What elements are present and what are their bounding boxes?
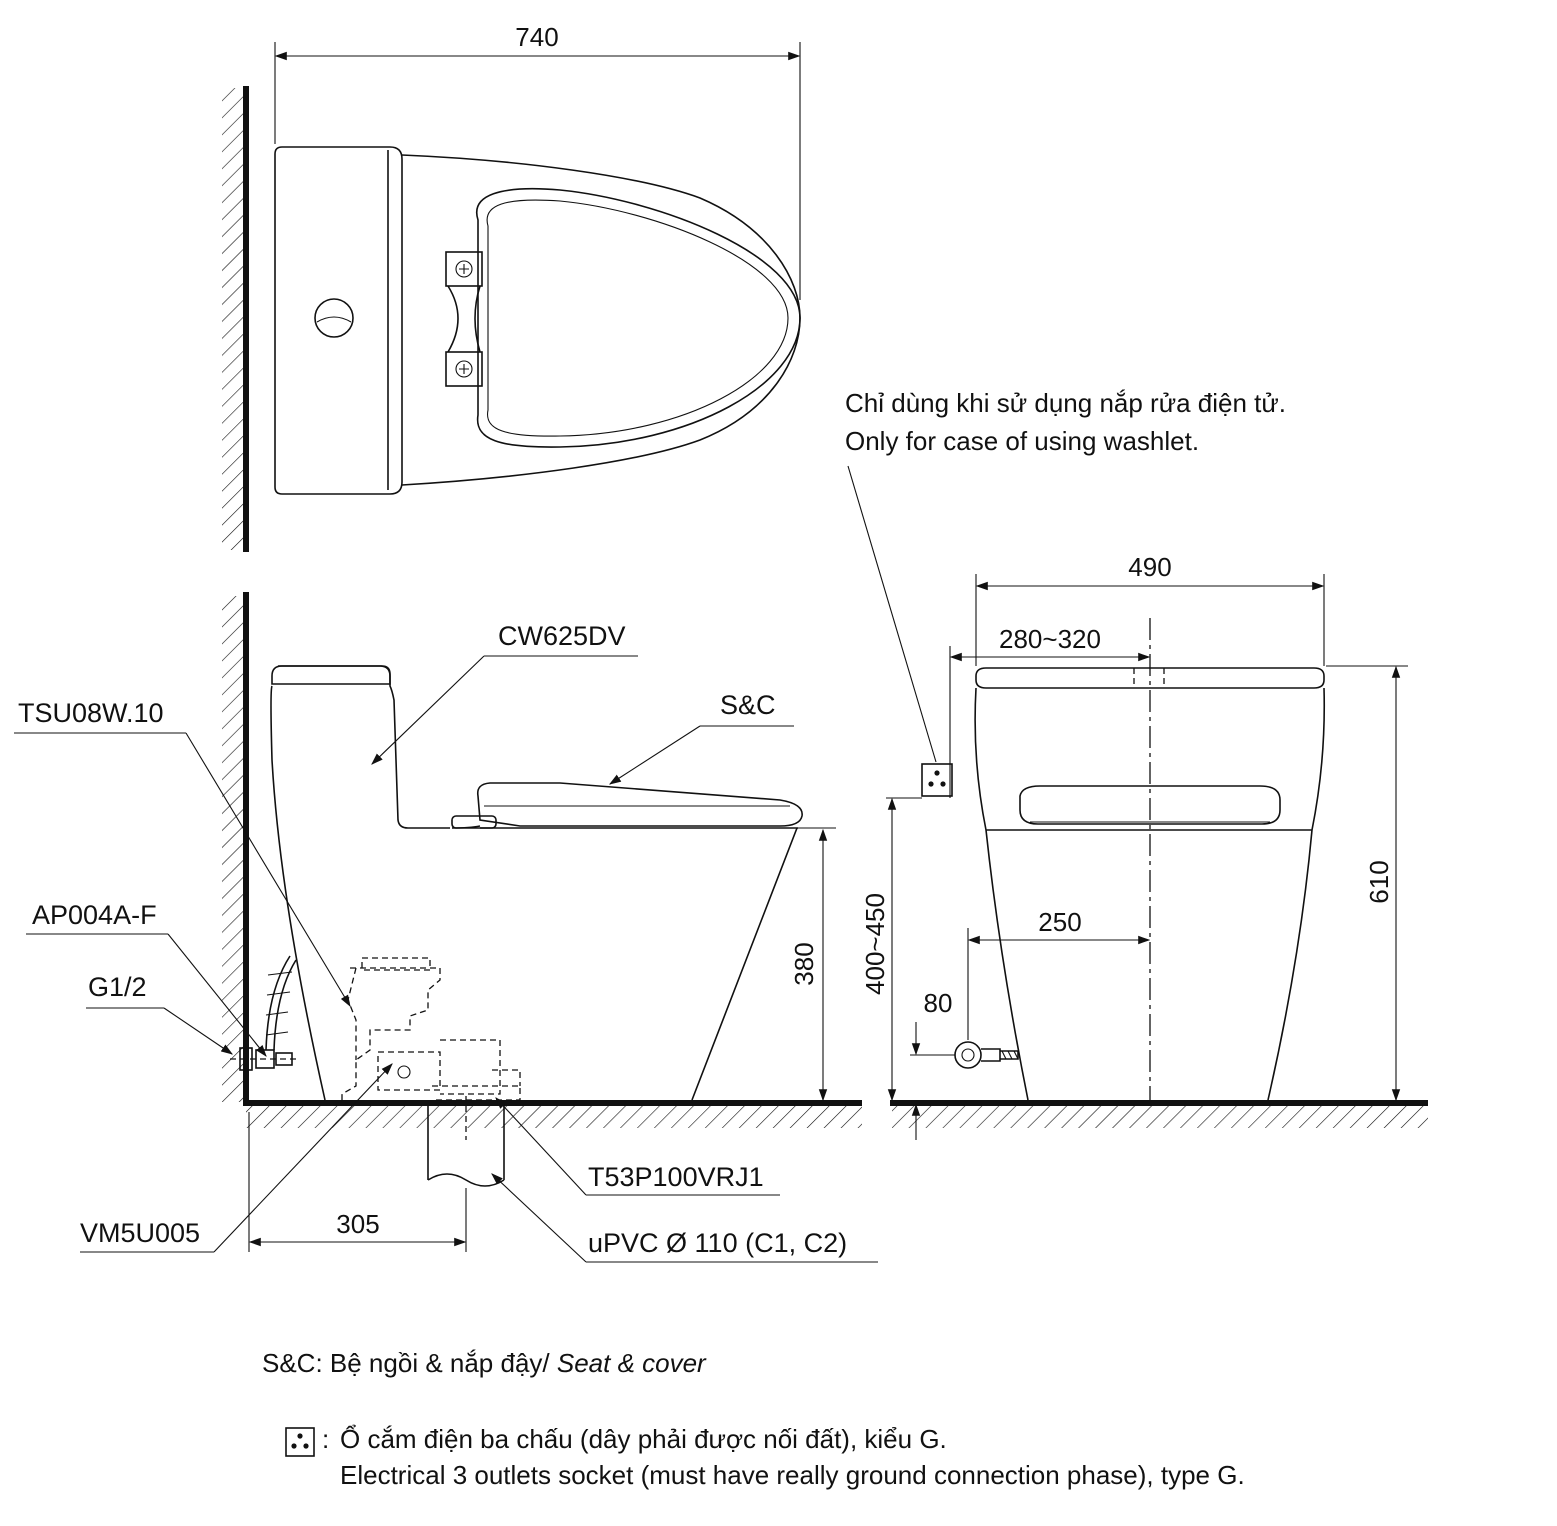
seat-side	[476, 782, 803, 827]
washlet-note-vi: Chỉ dùng khi sử dụng nắp rửa điện tử.	[845, 388, 1286, 418]
tank-top	[274, 146, 403, 495]
label-upvc: uPVC Ø 110 (C1, C2)	[588, 1228, 847, 1258]
dim-80: 80	[924, 988, 953, 1018]
seat-top	[475, 187, 801, 448]
bowl-outline-top	[401, 154, 801, 486]
toilet-body-front	[975, 667, 1325, 689]
seat-top-inner	[486, 199, 789, 437]
hinge-top	[445, 251, 483, 287]
dim-250: 250	[1038, 907, 1081, 937]
flush-button-detail	[316, 316, 352, 323]
front-view: 490 280~320 250 80 400~450 610 Chỉ dùng …	[845, 388, 1428, 1140]
label-g12: G1/2	[88, 972, 147, 1002]
dim-490: 490	[1128, 552, 1171, 582]
legend-socket-en: Electrical 3 outlets socket (must have r…	[340, 1460, 1245, 1490]
legend-sc-italic: Seat & cover	[557, 1348, 707, 1378]
hinge-side	[451, 815, 497, 829]
floor-hatch-side	[246, 1106, 862, 1128]
tank-side	[271, 665, 391, 685]
washlet-note-en: Only for case of using washlet.	[845, 426, 1199, 456]
hinge-screw-bottom	[455, 360, 473, 378]
legend-socket-separator: :	[322, 1424, 329, 1454]
dim-740: 740	[515, 22, 558, 52]
supply-fitting-front	[954, 1041, 1019, 1069]
hinge-bottom	[445, 351, 483, 387]
supply-valve-front	[954, 1041, 982, 1069]
seat-hinge	[445, 251, 483, 387]
dim-305: 305	[336, 1209, 379, 1239]
legend-socket-vi: Ổ cắm điện ba chấu (dây phải được nối đấ…	[340, 1424, 947, 1454]
angle-valve	[230, 1047, 300, 1071]
power-socket-icon	[921, 763, 953, 797]
dim-380: 380	[789, 942, 819, 985]
flush-button	[314, 298, 354, 338]
legend-sc: S&C: Bệ ngồi & nắp đậy/ Seat & cover	[262, 1348, 707, 1378]
label-t53p100vrj1: T53P100VRJ1	[588, 1162, 764, 1192]
label-tsu08w10: TSU08W.10	[18, 698, 164, 728]
top-view: 740	[222, 22, 801, 552]
label-cw625dv: CW625DV	[498, 621, 626, 651]
toilet-body-side	[270, 665, 798, 1101]
flange-hidden	[377, 1039, 521, 1101]
washlet-note-leader	[847, 465, 937, 763]
power-socket-icon	[285, 1427, 315, 1457]
floor-hatch-front	[892, 1106, 1428, 1128]
side-view: 380 305	[222, 592, 862, 1252]
wall-hatch-side	[222, 596, 244, 1102]
label-vm5u005: VM5U005	[80, 1218, 200, 1248]
seat-front	[1019, 785, 1281, 825]
part-labels: CW625DV S&C TSU08W.10 AP004A-F G1/2 VM5U…	[14, 621, 878, 1263]
wall-hatch-top	[222, 88, 244, 550]
legend-sc-text: S&C: Bệ ngồi & nắp đậy/	[262, 1348, 557, 1378]
label-sc: S&C	[720, 690, 776, 720]
dim-280-320: 280~320	[999, 624, 1101, 654]
supply-hose	[265, 955, 297, 1051]
trap-hidden	[341, 967, 441, 1104]
label-ap004a-f: AP004A-F	[32, 900, 157, 930]
dim-610: 610	[1364, 860, 1394, 903]
legend: S&C: Bệ ngồi & nắp đậy/ Seat & cover : Ổ…	[262, 1348, 1245, 1490]
drain-pipe	[427, 1106, 505, 1187]
dim-400-450: 400~450	[860, 893, 890, 995]
hinge-screw-top	[455, 260, 473, 278]
